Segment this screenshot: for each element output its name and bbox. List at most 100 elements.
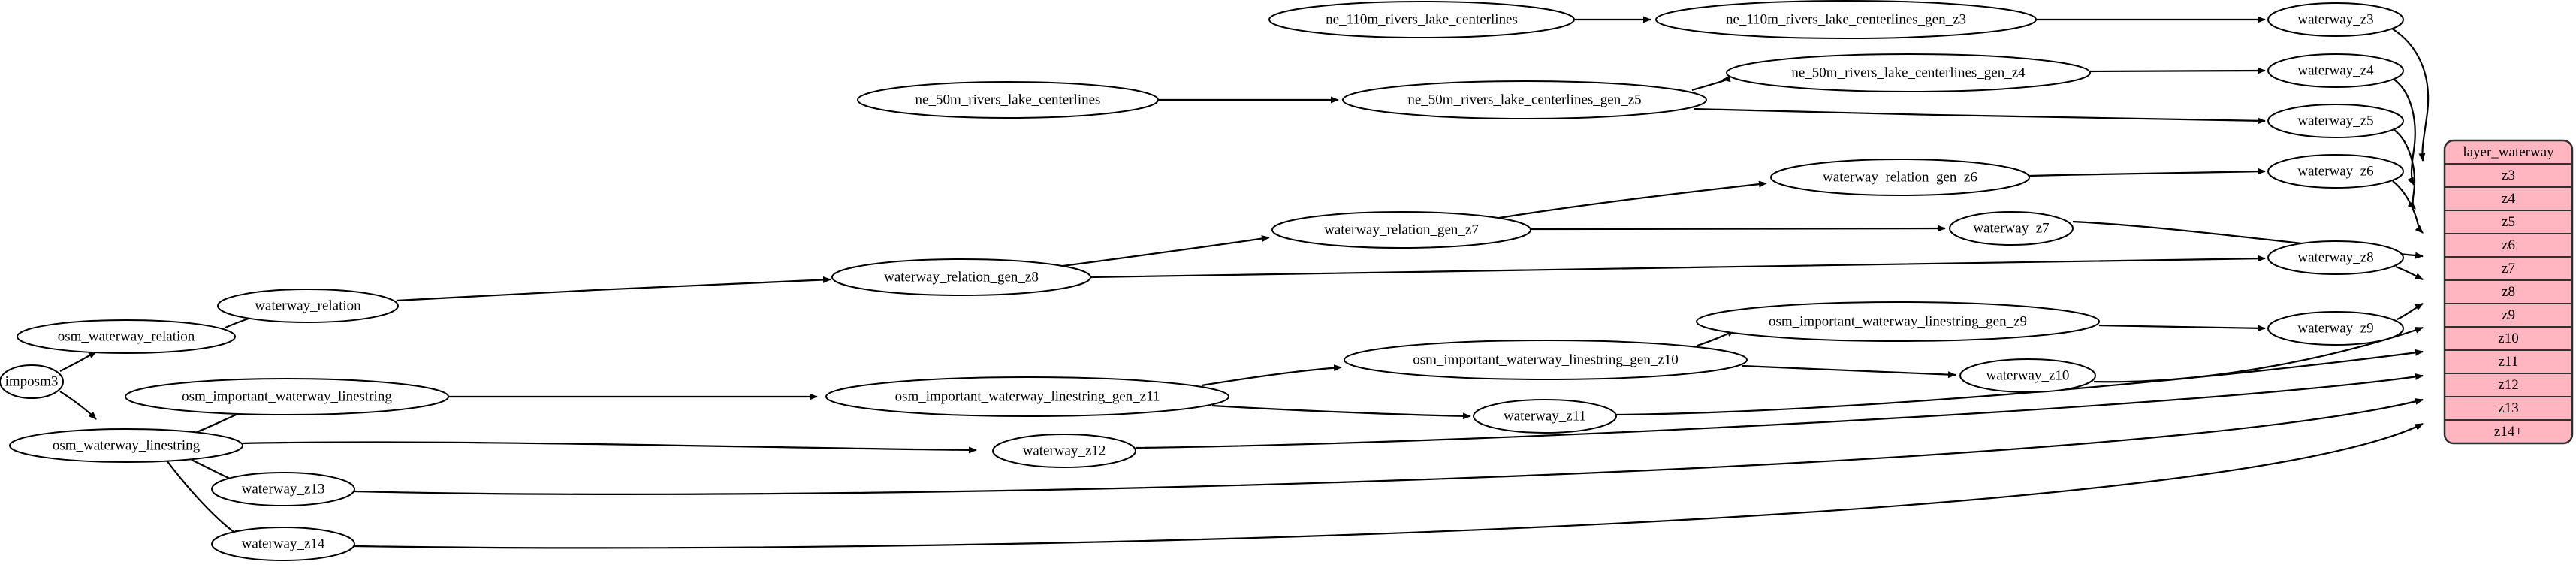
node-ellipse	[125, 378, 449, 415]
graph-node[interactable]: waterway_z4	[2267, 53, 2404, 88]
node-ellipse	[211, 472, 355, 506]
node-label: waterway_z4	[2297, 62, 2374, 78]
table-row-label: z13	[2498, 400, 2518, 416]
table-row-label: z12	[2498, 377, 2518, 393]
graph-edge	[2394, 129, 2416, 210]
node-ellipse	[1344, 340, 1748, 380]
graph-edge	[1498, 180, 1767, 219]
graph-edge	[2392, 180, 2424, 234]
node-ellipse	[2267, 2, 2404, 37]
graph-node[interactable]: waterway_z7	[1949, 211, 2074, 246]
node-label: waterway_z6	[2297, 163, 2373, 179]
table-row-label: z10	[2498, 331, 2518, 346]
graph-edge	[354, 423, 2424, 549]
node-ellipse	[1949, 211, 2074, 246]
graph-node[interactable]: osm_waterway_relation	[17, 319, 236, 354]
graph-edge	[396, 276, 831, 302]
table-row-label: z6	[2502, 237, 2515, 253]
graph-node[interactable]: osm_waterway_linestring	[9, 428, 243, 463]
table-title: layer_waterway	[2463, 144, 2554, 160]
node-ellipse	[1655, 0, 2037, 39]
node-ellipse	[2267, 104, 2404, 138]
graph-node[interactable]: waterway_z8	[2267, 240, 2404, 275]
table-row-label: z3	[2502, 168, 2515, 183]
node-ellipse	[2267, 53, 2404, 88]
graph-node[interactable]: ne_50m_rivers_lake_centerlines	[857, 81, 1159, 119]
node-label: waterway_z12	[1023, 443, 1106, 458]
graph-edge	[2397, 303, 2424, 320]
graph-node[interactable]: osm_important_waterway_linestring_gen_z1…	[825, 376, 1229, 417]
table-row-cell[interactable]	[2445, 210, 2572, 234]
table-row-cell[interactable]	[2445, 326, 2572, 351]
node-label: waterway_relation_gen_z8	[884, 269, 1039, 285]
node-ellipse	[1696, 301, 2100, 342]
table-row-label: z4	[2502, 191, 2515, 207]
graph-edge	[2098, 324, 2266, 332]
node-ellipse	[992, 434, 1136, 468]
graph-node[interactable]: osm_important_waterway_linestring_gen_z9	[1696, 301, 2100, 342]
table-row-cell[interactable]	[2445, 349, 2572, 374]
graph-node[interactable]: waterway_z9	[2267, 311, 2404, 346]
graph-edge	[2395, 265, 2424, 280]
node-label: waterway_relation	[255, 298, 361, 313]
graph-node[interactable]: waterway_z10	[1959, 358, 2096, 393]
node-ellipse	[9, 428, 243, 463]
graph-node[interactable]: ne_110m_rivers_lake_centerlines_gen_z3	[1655, 0, 2037, 39]
graph-node[interactable]: osm_important_waterway_linestring	[125, 378, 449, 415]
node-ellipse	[825, 376, 1229, 417]
graph-node[interactable]: ne_50m_rivers_lake_centerlines_gen_z4	[1726, 53, 2091, 92]
node-ellipse	[2267, 311, 2404, 346]
table-row-cell[interactable]	[2445, 186, 2572, 211]
table-row-label: z7	[2502, 261, 2515, 276]
node-label: ne_110m_rivers_lake_centerlines	[1326, 11, 1518, 27]
node-ellipse	[1959, 358, 2096, 393]
node-label: osm_important_waterway_linestring_gen_z1…	[895, 388, 1160, 404]
graph-node[interactable]: waterway_relation_gen_z8	[831, 258, 1091, 296]
graph-edge	[1691, 75, 1731, 92]
graph-node[interactable]: waterway_z5	[2267, 104, 2404, 138]
graph-node[interactable]: ne_50m_rivers_lake_centerlines_gen_z5	[1342, 80, 1707, 119]
node-ellipse	[831, 258, 1091, 296]
graph-edge	[242, 441, 977, 454]
node-label: waterway_relation_gen_z7	[1324, 222, 1479, 237]
graph-node[interactable]: waterway_relation	[217, 289, 399, 323]
node-label: osm_important_waterway_linestring_gen_z9	[1769, 313, 2027, 329]
node-label: osm_important_waterway_linestring	[182, 388, 392, 404]
graph-node[interactable]: waterway_z6	[2267, 154, 2404, 189]
graph-edge	[1742, 364, 1956, 379]
graph-node[interactable]: waterway_z13	[211, 472, 355, 506]
graph-node[interactable]: osm_important_waterway_linestring_gen_z1…	[1344, 340, 1748, 380]
table-row-cell[interactable]	[2445, 419, 2572, 443]
node-label: waterway_z13	[242, 481, 325, 497]
graph-edge	[2029, 168, 2266, 177]
graph-node[interactable]: waterway_relation_gen_z6	[1770, 159, 2030, 196]
table-outline	[2443, 139, 2574, 445]
node-ellipse	[1268, 1, 1575, 38]
node-label: ne_50m_rivers_lake_centerlines_gen_z4	[1791, 65, 2026, 80]
graph-edge	[2391, 28, 2430, 162]
node-ellipse	[17, 319, 236, 354]
node-label: waterway_z5	[2297, 113, 2373, 128]
node-label: waterway_z9	[2297, 320, 2373, 336]
node-ellipse	[857, 81, 1159, 119]
graph-node[interactable]: imposm3	[0, 364, 64, 399]
graph-edge	[2394, 79, 2416, 186]
graph-node[interactable]: waterway_z3	[2267, 2, 2404, 37]
node-ellipse	[217, 289, 399, 323]
node-ellipse	[211, 527, 355, 561]
table-row-cell[interactable]	[2445, 373, 2572, 397]
node-ellipse	[1770, 159, 2030, 196]
graph-edge	[166, 460, 241, 537]
graph-node[interactable]: waterway_z12	[992, 434, 1136, 468]
graph-node[interactable]: waterway_z14	[211, 527, 355, 561]
graph-edge	[1051, 235, 1270, 269]
node-label: imposm3	[5, 373, 59, 389]
layer-waterway-table: layer_waterwayz3z4z5z6z7z8z9z10z11z12z13…	[2443, 139, 2574, 445]
node-label: ne_110m_rivers_lake_centerlines_gen_z3	[1726, 11, 1966, 27]
graph-edge	[1201, 364, 1342, 387]
graph-node[interactable]: waterway_relation_gen_z7	[1271, 211, 1531, 249]
graph-node[interactable]: ne_110m_rivers_lake_centerlines	[1268, 1, 1575, 38]
graph-node[interactable]: waterway_z11	[1473, 399, 1617, 434]
